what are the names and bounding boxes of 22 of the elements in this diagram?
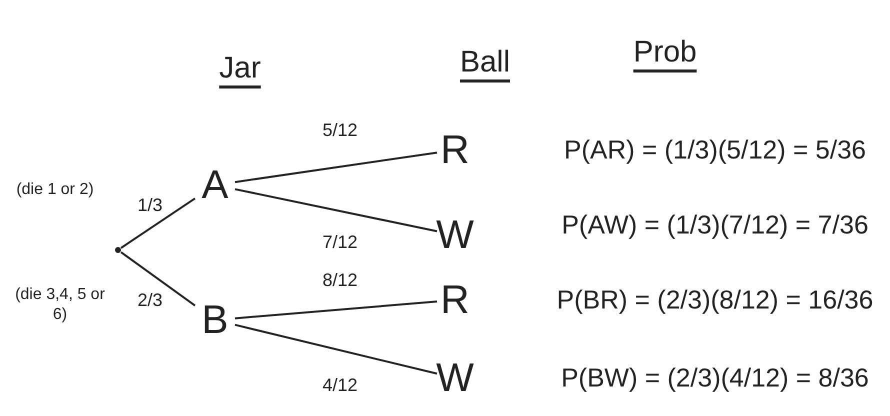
probability-formula: P(BR) = (2/3)(8/12) = 16/36: [556, 284, 874, 316]
probability-formula: P(AW) = (1/3)(7/12) = 7/36: [560, 208, 870, 242]
probability-formula: P(BW) = (2/3)(4/12) = 8/36: [560, 362, 870, 394]
branch-line: [120, 198, 196, 249]
branch-line: [234, 324, 438, 375]
outcome-label: B: [195, 295, 235, 345]
outcome-label: W: [437, 355, 473, 401]
probability-formula: P(AR) = (1/3)(5/12) = 5/36: [562, 134, 868, 166]
branch-line: [234, 152, 438, 184]
condition-note: (die 1 or 2): [15, 180, 95, 200]
column-heading: Jar: [218, 50, 262, 86]
outcome-label: R: [437, 277, 473, 323]
outcome-label: W: [437, 212, 473, 258]
branch-line: [234, 188, 438, 232]
column-heading: Prob: [632, 34, 698, 70]
outcome-label: R: [437, 127, 473, 173]
branch-point: [115, 247, 121, 253]
condition-note: (die 3,4, 5 or 6): [15, 285, 105, 325]
column-heading: Ball: [458, 44, 512, 80]
outcome-label: A: [195, 160, 235, 210]
branch-line: [120, 251, 196, 306]
branch-line: [234, 300, 438, 320]
